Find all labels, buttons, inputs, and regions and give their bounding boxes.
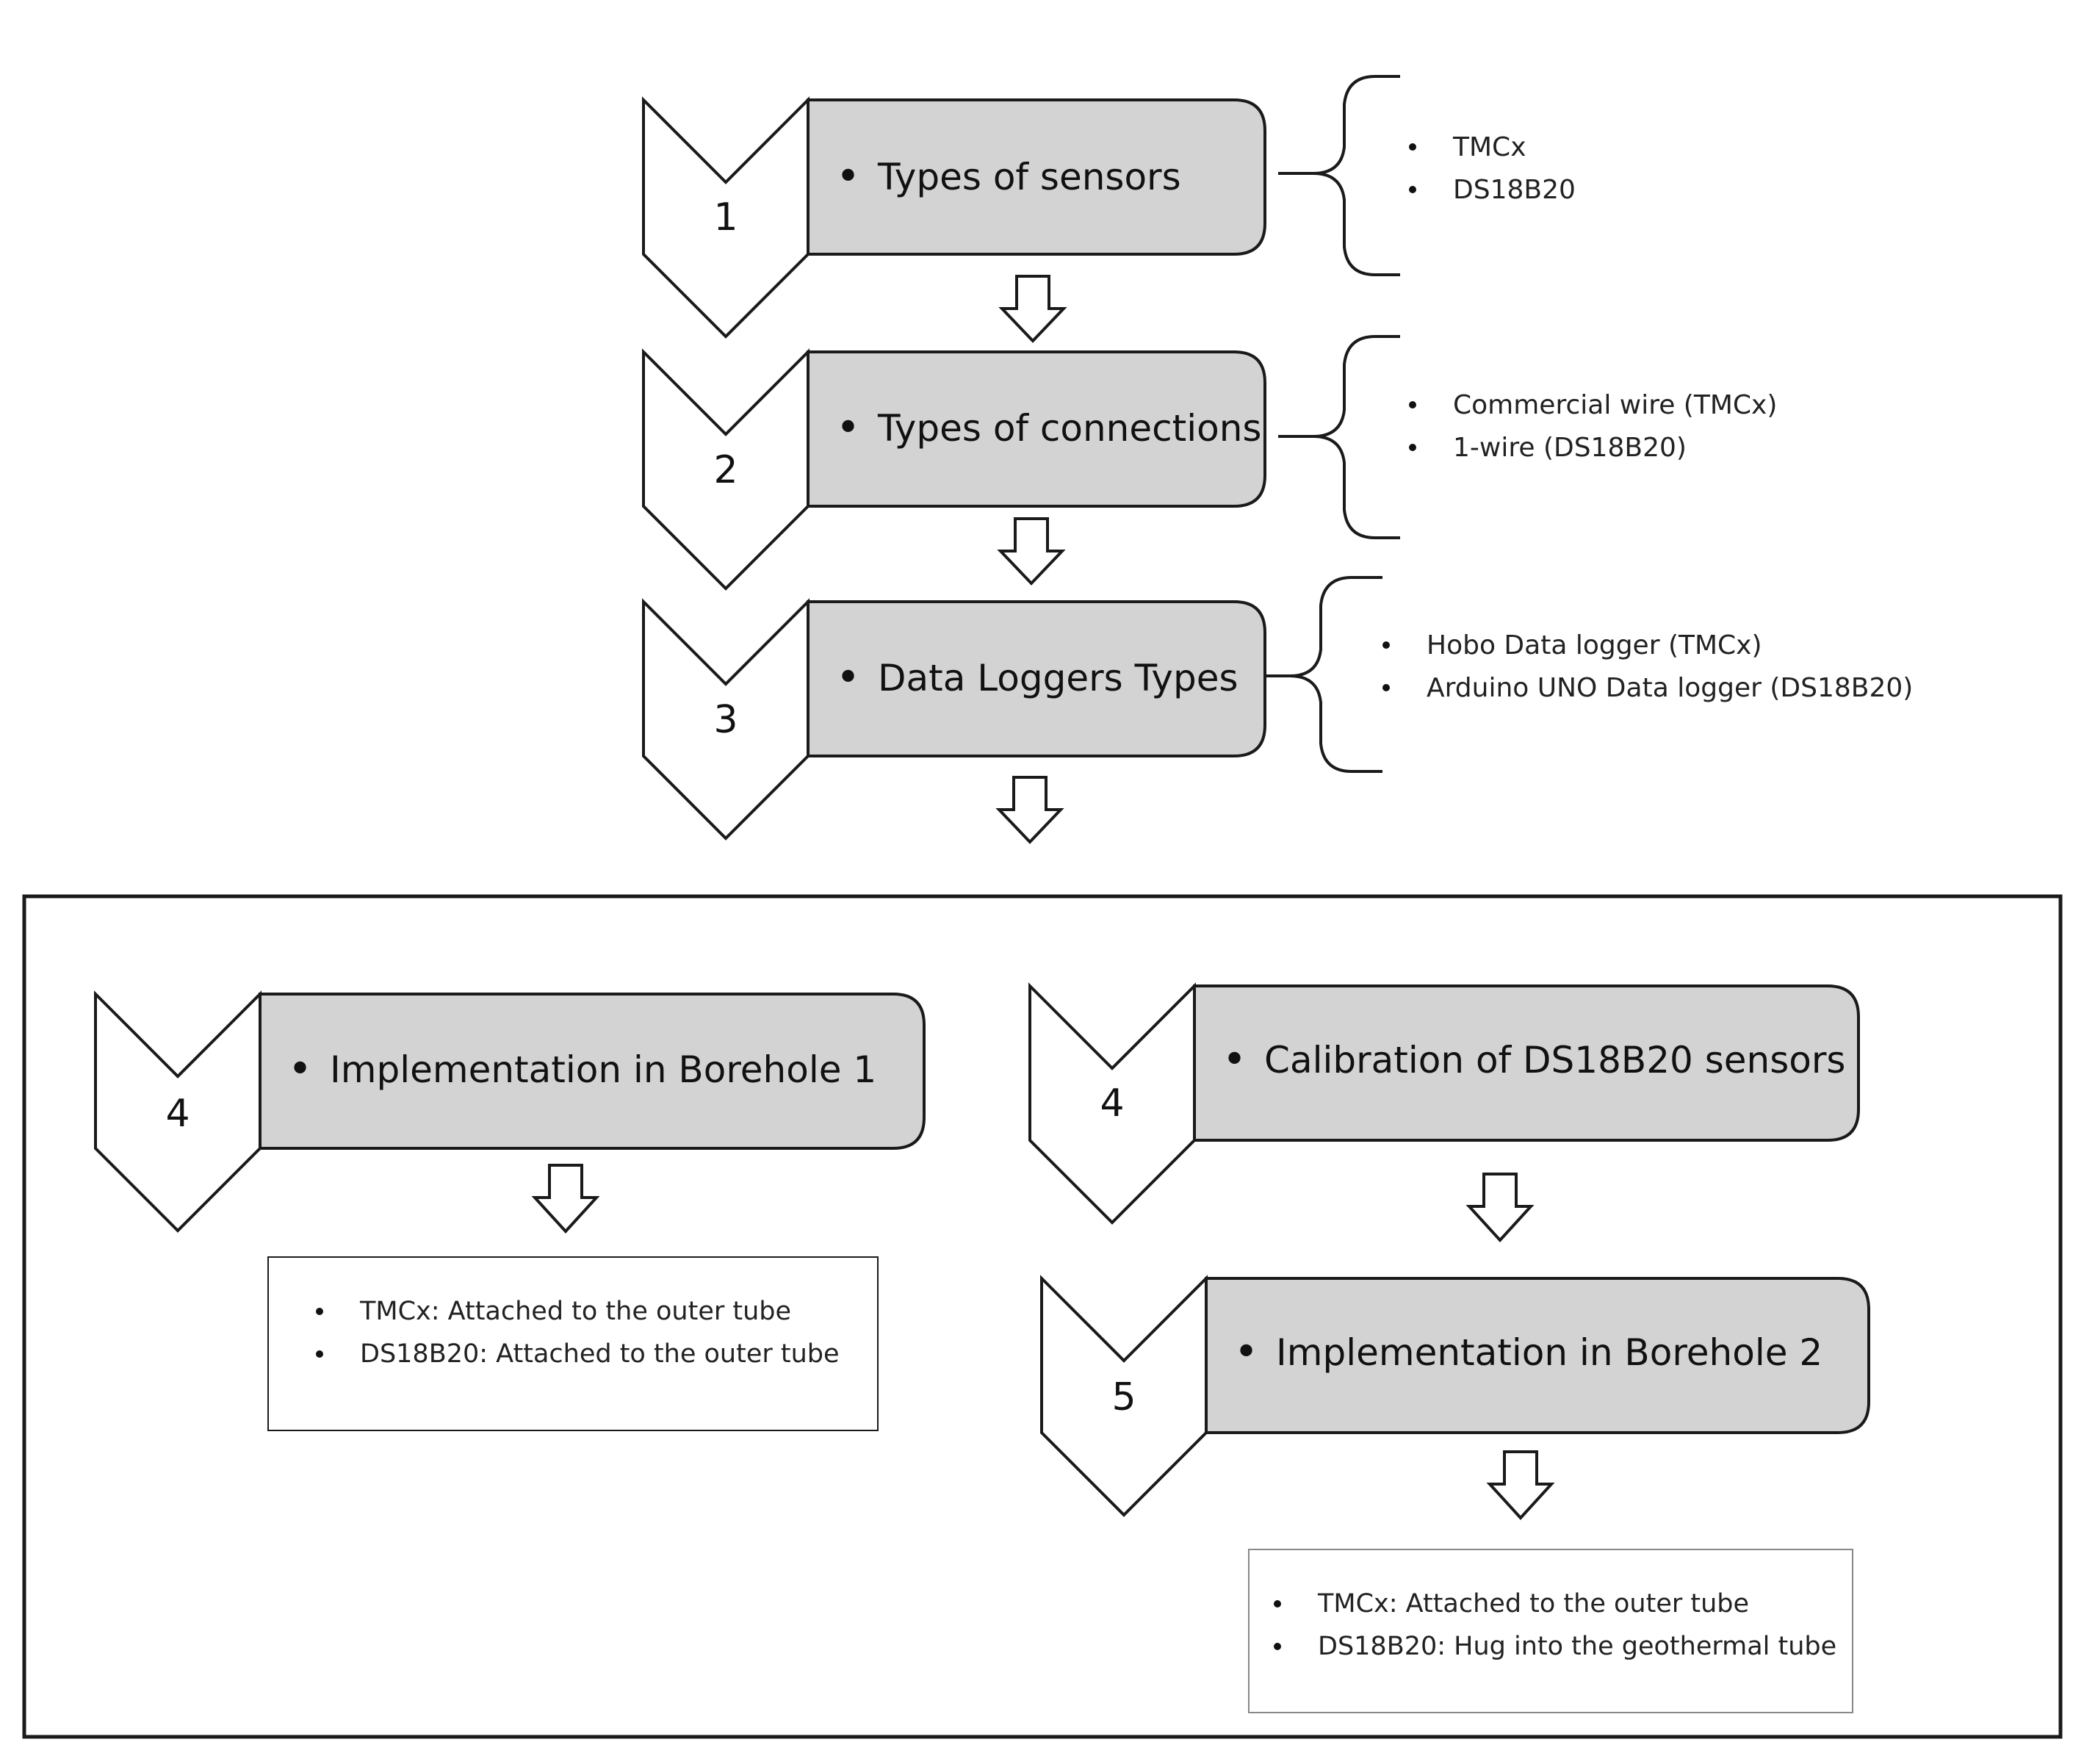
list-item: TMCx	[1409, 126, 1576, 168]
right-step-4-title-text: Calibration of DS18B20 sensors	[1264, 1039, 1846, 1081]
step-3-box	[807, 600, 1266, 757]
step-3-brace	[1265, 576, 1382, 773]
bullet-icon	[1409, 401, 1416, 408]
bullet-icon	[1409, 444, 1416, 451]
bullet-icon	[1409, 143, 1416, 151]
bullet-icon	[316, 1350, 323, 1358]
left-step-4-title-text: Implementation in Borehole 1	[330, 1048, 877, 1091]
arrow-3-phase	[995, 776, 1064, 844]
list-item: TMCx: Attached to the outer tube	[316, 1290, 840, 1333]
right-step-4-title: • Calibration of DS18B20 sensors	[1222, 1034, 1846, 1086]
step-3-title: • Data Loggers Types	[836, 652, 1238, 704]
bullet-icon	[1409, 186, 1416, 193]
left-details-box: TMCx: Attached to the outer tube DS18B20…	[316, 1290, 840, 1375]
list-item: DS18B20: Hug into the geothermal tube	[1274, 1625, 1836, 1668]
list-item: Hobo Data logger (TMCx)	[1382, 624, 1913, 666]
step-2-title-text: Types of connections	[878, 407, 1262, 450]
bullet-icon	[1382, 684, 1390, 691]
right-step-4-number: 4	[1100, 1081, 1125, 1126]
bullet-icon: •	[1234, 1328, 1259, 1376]
step-2-details: Commercial wire (TMCx) 1-wire (DS18B20)	[1409, 384, 1777, 469]
step-2-number: 2	[713, 448, 738, 492]
bullet-icon	[1274, 1600, 1281, 1608]
step-3-title-text: Data Loggers Types	[878, 657, 1238, 699]
arrow-1-2	[998, 275, 1067, 343]
arrow-right-5-details	[1486, 1450, 1555, 1520]
bullet-icon	[1382, 641, 1390, 649]
step-3-details: Hobo Data logger (TMCx) Arduino UNO Data…	[1382, 624, 1913, 709]
list-item: Commercial wire (TMCx)	[1409, 384, 1777, 426]
arrow-right-4-5	[1465, 1173, 1535, 1242]
bullet-icon: •	[288, 1045, 313, 1093]
phase-frame	[22, 894, 2063, 1739]
left-details-box-frame	[267, 1256, 879, 1431]
step-1-box	[807, 98, 1266, 256]
right-details-box: TMCx: Attached to the outer tube DS18B20…	[1274, 1583, 1836, 1668]
arrow-left-4-details	[531, 1164, 600, 1234]
step-3-number: 3	[713, 698, 738, 742]
right-step-5-box	[1205, 1277, 1870, 1434]
bullet-icon: •	[836, 404, 861, 452]
step-1-details: TMCx DS18B20	[1409, 126, 1576, 211]
list-item: DS18B20	[1409, 168, 1576, 211]
step-1-number: 1	[713, 195, 738, 240]
left-step-4-box	[259, 993, 926, 1150]
right-step-4-box	[1193, 984, 1860, 1142]
left-step-4-number: 4	[165, 1092, 190, 1136]
step-1-title: • Types of sensors	[836, 151, 1181, 203]
bullet-icon: •	[1222, 1036, 1247, 1084]
bullet-icon: •	[836, 153, 861, 201]
right-step-5-title: • Implementation in Borehole 2	[1234, 1327, 1822, 1378]
step-2-brace	[1278, 335, 1400, 539]
list-item: Arduino UNO Data logger (DS18B20)	[1382, 666, 1913, 709]
right-details-box-frame	[1248, 1549, 1853, 1713]
left-step-4-title: • Implementation in Borehole 1	[288, 1044, 876, 1095]
step-1-brace	[1278, 75, 1400, 276]
list-item: TMCx: Attached to the outer tube	[1274, 1583, 1836, 1625]
step-2-title: • Types of connections	[836, 403, 1261, 454]
step-2-box	[807, 350, 1266, 508]
bullet-icon	[1274, 1643, 1281, 1650]
right-step-5-number: 5	[1111, 1375, 1136, 1419]
bullet-icon: •	[836, 654, 861, 702]
list-item: DS18B20: Attached to the outer tube	[316, 1333, 840, 1375]
step-1-title-text: Types of sensors	[878, 156, 1181, 198]
list-item: 1-wire (DS18B20)	[1409, 426, 1777, 469]
right-step-5-title-text: Implementation in Borehole 2	[1276, 1331, 1823, 1374]
arrow-2-3	[997, 517, 1066, 586]
bullet-icon	[316, 1308, 323, 1315]
